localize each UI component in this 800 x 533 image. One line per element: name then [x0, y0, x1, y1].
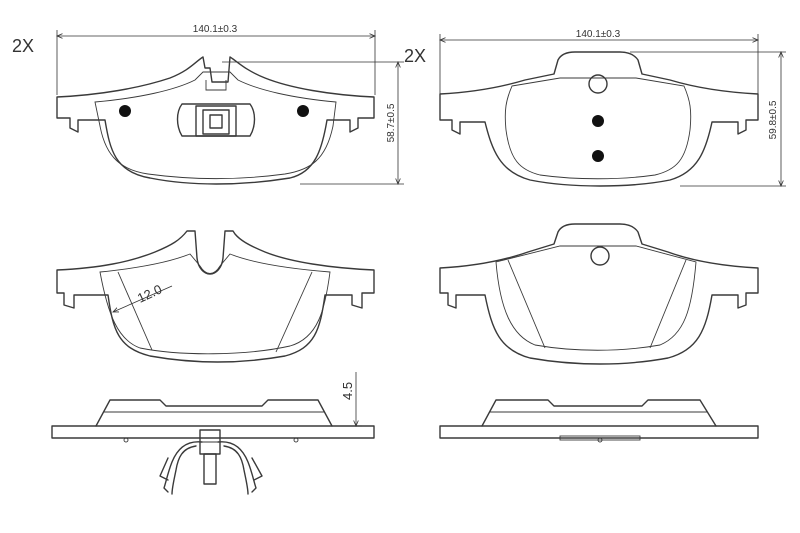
front-face-chamfer-left [117, 271, 153, 351]
rear-width-dim-text: 140.1±0.3 [576, 29, 621, 40]
front-clip-spring [159, 429, 263, 495]
front-face-lining [99, 253, 331, 355]
front-thickness-dim-text: 4.5 [340, 382, 355, 400]
rear-pad-side-view [439, 399, 759, 443]
front-center-clip [176, 103, 256, 137]
rear-wear-indicator-hole [588, 74, 608, 94]
front-clip-body [195, 105, 237, 137]
front-pad-view: 2X 140.1±0.3 58.7±0.5 [12, 24, 404, 184]
front-side-pin-left [123, 437, 129, 443]
rear-side-lining [481, 399, 717, 427]
front-friction-lining [94, 71, 337, 179]
rear-friction-lining [504, 77, 692, 180]
rear-quantity-label: 2X [404, 46, 426, 66]
front-side-lining [95, 399, 333, 427]
clip-spring-hook-left [159, 457, 169, 481]
front-backing-plate [56, 56, 375, 185]
rear-face-chamfer-left [507, 259, 546, 349]
front-lining-dimension-line [113, 285, 173, 312]
front-clip-square [209, 114, 223, 129]
front-face-plate [56, 230, 375, 363]
rear-height-dim-text: 59.8±0.5 [768, 100, 779, 139]
front-pad-side-view: 4.5 [51, 372, 375, 495]
front-clip-tab [205, 80, 227, 91]
rear-rivet-dot-lower [592, 150, 604, 162]
clip-spring-arm-right-inner [223, 445, 249, 495]
rear-side-shim [559, 435, 641, 441]
rear-face-chamfer-right [649, 259, 687, 349]
rear-pad-face-view [439, 223, 759, 365]
rear-backing-plate [439, 51, 759, 187]
rear-face-plate [439, 223, 759, 365]
front-quantity-label: 2X [12, 36, 34, 56]
front-rivet-dot-right [297, 105, 309, 117]
front-width-dim-text: 140.1±0.3 [193, 24, 238, 35]
clip-spring-hook-right [251, 457, 263, 481]
clip-spring-arm-right-outer [217, 441, 257, 493]
front-lining-dim-text: 12.0 [135, 281, 164, 305]
front-rivet-dot-left [119, 105, 131, 117]
clip-spring-stem [203, 453, 217, 485]
front-height-dim-text: 58.7±0.5 [386, 103, 397, 142]
rear-face-lining [495, 245, 697, 351]
rear-pad-view: 2X 140.1±0.3 59.8±0.5 [404, 29, 786, 186]
rear-face-indicator-hole [590, 246, 610, 266]
front-face-chamfer-right [275, 271, 313, 353]
rear-side-pin [597, 437, 603, 443]
front-pad-face-view: 12.0 [56, 230, 375, 363]
front-clip-inner [202, 109, 230, 135]
front-side-pin-right [293, 437, 299, 443]
clip-spring-arm-left-outer [163, 441, 203, 493]
rear-rivet-dot-upper [592, 115, 604, 127]
front-side-backing [51, 425, 375, 439]
clip-spring-arm-left-inner [171, 445, 197, 495]
